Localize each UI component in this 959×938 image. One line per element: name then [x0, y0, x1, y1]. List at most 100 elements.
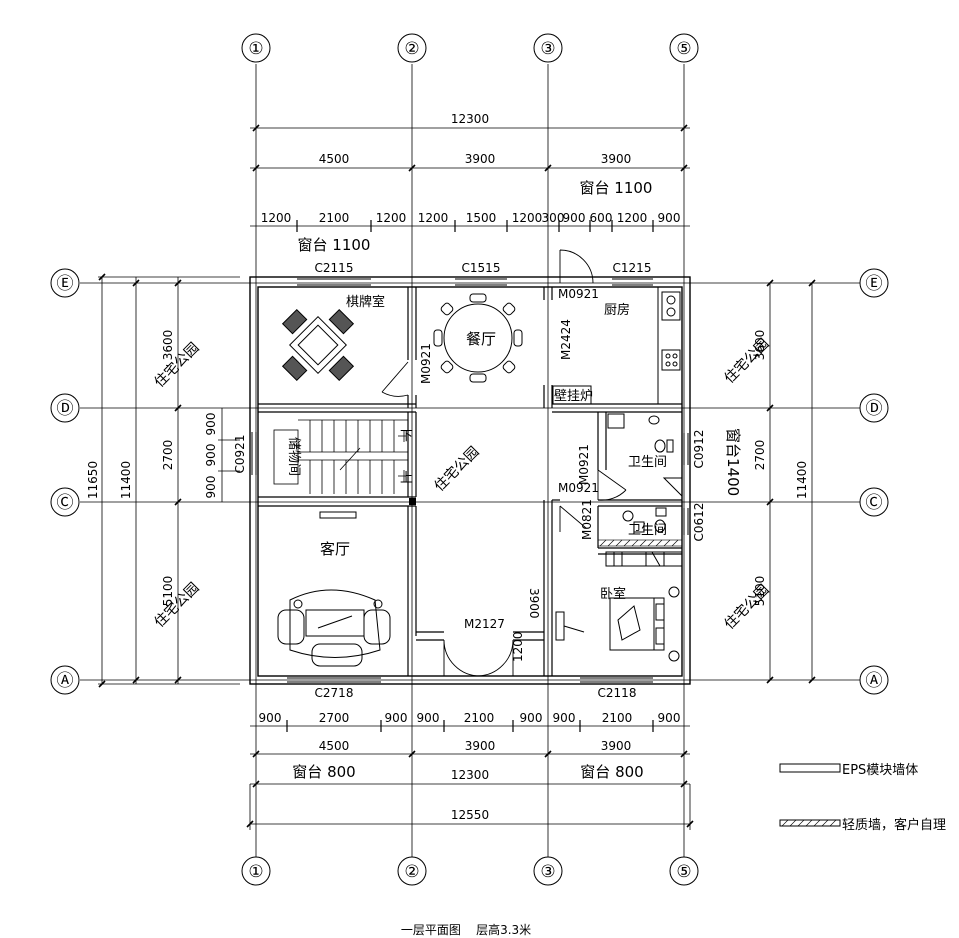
- dim-top-detail-5: 1500: [466, 211, 497, 225]
- mahjong-table-icon: [281, 308, 355, 382]
- watermark-1: 住宅公园: [152, 340, 203, 391]
- window-c0912: C0912: [692, 430, 706, 469]
- legend-eps-label: EPS模块墙体: [842, 763, 919, 778]
- sofa-set-icon: [277, 589, 391, 667]
- axis-grid: [80, 64, 862, 860]
- axis-col-1: ①: [248, 39, 263, 59]
- axis-row-e-right: Ⓔ: [866, 274, 883, 294]
- bottom-dimension-lines: [246, 720, 694, 830]
- door-m2127: M2127: [464, 617, 505, 631]
- dim-right-3600: 3600: [753, 330, 767, 361]
- axis-col-2: ②: [404, 39, 419, 59]
- dim-top-total: 12300: [451, 112, 489, 126]
- dim-top-detail-6: 1200: [512, 211, 543, 225]
- door-m0921-kitchen: M0921: [558, 287, 599, 301]
- window-c0612: C0612: [692, 503, 706, 542]
- column: [409, 498, 416, 505]
- axis-col-5-bottom: ⑤: [676, 862, 691, 882]
- dim-bottom-detail-1: 900: [259, 711, 282, 725]
- room-mahjong: 棋牌室: [346, 294, 385, 310]
- dim-bottom-detail-6: 900: [520, 711, 543, 725]
- door-m0921-corridor: M0921: [558, 481, 599, 495]
- dim-bottom-detail-8: 2100: [602, 711, 633, 725]
- stair-up-label: 上: [400, 471, 413, 486]
- room-bath-2: 卫生间: [628, 523, 667, 538]
- interior-walls: [258, 287, 682, 676]
- dim-right-5100: 5100: [753, 576, 767, 607]
- dim-bottom-detail-4: 900: [417, 711, 440, 725]
- dim-bottom-detail-2: 2700: [319, 711, 350, 725]
- staircase-icon: [273, 419, 408, 494]
- sill-east: 窗台1400: [724, 428, 742, 496]
- dim-top-detail-11: 900: [658, 211, 681, 225]
- watermark-5: 住宅公园: [722, 582, 773, 633]
- dim-bottom-detail-5: 2100: [464, 711, 495, 725]
- dim-right-2700: 2700: [753, 440, 767, 471]
- watermark-3: 住宅公园: [432, 444, 483, 495]
- wall-boiler-icon: [552, 385, 592, 405]
- dim-stair-900-c: 900: [204, 476, 218, 499]
- room-fireplace: 壁挂炉: [554, 389, 593, 404]
- watermark-4: 住宅公园: [722, 336, 773, 387]
- window-c0921: C0921: [233, 435, 247, 474]
- sill-top-right: 窗台 1100: [580, 179, 653, 197]
- dining-table-icon: [433, 293, 523, 383]
- sill-top-left: 窗台 1100: [298, 236, 371, 254]
- top-dimension-lines: [250, 124, 690, 232]
- side-dimension-lines: [98, 273, 816, 688]
- dim-top-bay-3: 3900: [601, 152, 632, 166]
- axis-row-a-right: Ⓐ: [866, 671, 883, 691]
- dim-left-3600: 3600: [161, 330, 175, 361]
- dim-left-total-outer: 11650: [86, 461, 100, 499]
- axis-bubbles: [50, 33, 889, 886]
- sill-bottom-left: 窗台 800: [292, 763, 355, 781]
- door-m0921-bath: M0921: [577, 444, 591, 485]
- window-c2115: C2115: [315, 261, 354, 275]
- dim-top-detail-10: 1200: [617, 211, 648, 225]
- dim-top-detail-4: 1200: [418, 211, 449, 225]
- dim-top-detail-2: 2100: [319, 211, 350, 225]
- dim-top-detail-1: 1200: [261, 211, 292, 225]
- axis-row-d: Ⓓ: [57, 399, 74, 419]
- room-dining: 餐厅: [466, 330, 496, 348]
- window-c2718: C2718: [315, 686, 354, 700]
- legend-light-label: 轻质墙，客户自理: [842, 818, 947, 833]
- room-living: 客厅: [320, 540, 350, 558]
- axis-col-3-bottom: ③: [540, 862, 555, 882]
- dim-top-bay-2: 3900: [465, 152, 496, 166]
- dim-stair-900-a: 900: [204, 413, 218, 436]
- window-c1215: C1215: [613, 261, 652, 275]
- room-bedroom: 卧室: [600, 586, 626, 602]
- dim-corridor-3900: 3900: [527, 588, 541, 619]
- windows: [251, 278, 689, 683]
- room-bath-1: 卫生间: [628, 455, 667, 470]
- stair-down-label: 下: [400, 429, 413, 444]
- dim-left-2700: 2700: [161, 440, 175, 471]
- dim-bottom-bay-2: 3900: [465, 739, 496, 753]
- axis-col-1-bottom: ①: [248, 862, 263, 882]
- legend-light-swatch: [779, 819, 841, 827]
- axis-col-2-bottom: ②: [404, 862, 419, 882]
- axis-row-d-right: Ⓓ: [866, 399, 883, 419]
- axis-row-e: Ⓔ: [57, 274, 74, 294]
- dim-bottom-detail-3: 900: [385, 711, 408, 725]
- dim-bottom-total-outer: 12550: [451, 808, 489, 822]
- axis-col-5: ⑤: [676, 39, 691, 59]
- dim-top-detail-3: 1200: [376, 211, 407, 225]
- desk-icon: [555, 611, 585, 641]
- door-m2424: M2424: [559, 319, 573, 360]
- dim-left-5100: 5100: [161, 576, 175, 607]
- dim-bottom-detail-9: 900: [658, 711, 681, 725]
- sill-bottom-right: 窗台 800: [580, 763, 643, 781]
- dim-bottom-bay-3: 3900: [601, 739, 632, 753]
- window-c1515: C1515: [462, 261, 501, 275]
- bed-icon: [609, 586, 680, 662]
- bathroom-fixtures-icon: [607, 413, 683, 533]
- dim-top-bay-1: 4500: [319, 152, 350, 166]
- window-c2118: C2118: [598, 686, 637, 700]
- kitchen-counter-icon: [657, 287, 681, 404]
- legend-eps-swatch: [779, 763, 841, 773]
- dim-bottom-bay-1: 4500: [319, 739, 350, 753]
- dim-bottom-detail-7: 900: [553, 711, 576, 725]
